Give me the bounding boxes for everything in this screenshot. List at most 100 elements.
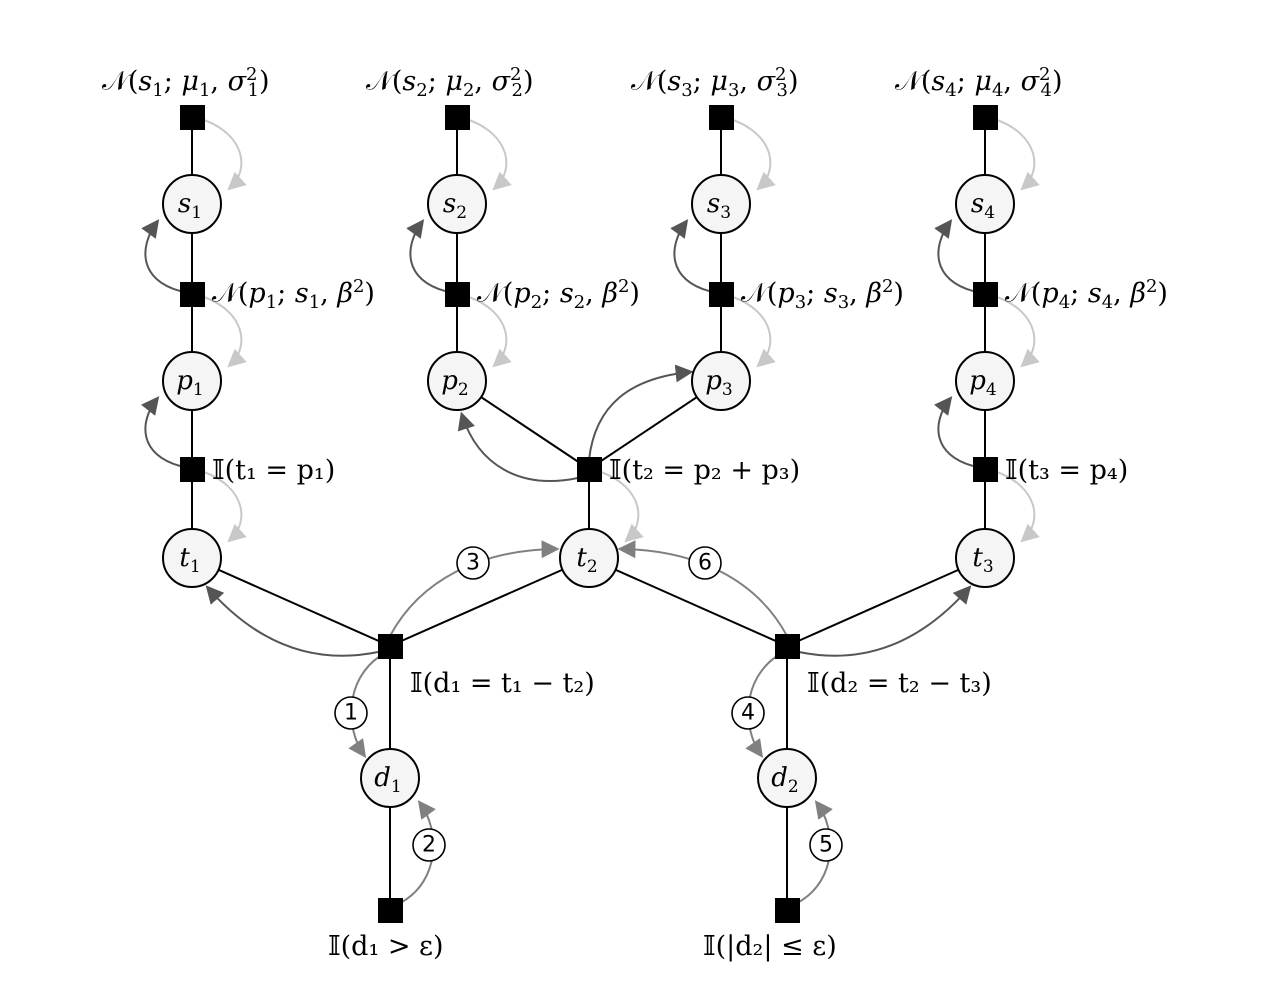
svg-text:t3: t3	[972, 543, 993, 577]
variable-s2: s2	[427, 174, 487, 234]
svg-text:s4: s4	[971, 189, 995, 223]
svg-text:p2: p2	[441, 366, 468, 400]
variable-t1: t1	[162, 528, 222, 588]
message-perffactor2-to-p2	[468, 296, 512, 368]
variables: s1 s2 s3 s4 p1 p2 p3 p4	[162, 174, 1015, 808]
prior-factor-2	[445, 105, 470, 130]
edge-t2-difffactor2	[588, 557, 788, 647]
variable-s3: s3	[691, 174, 751, 234]
schedule-badges: 1 2 3 4 5 6	[334, 546, 843, 862]
performance-factor-2	[445, 282, 470, 307]
team-factor-label-2: 𝕀(t₂ = p₂ + p₃)	[609, 455, 800, 486]
message-step6-to-t2	[617, 540, 788, 637]
message-step3-to-t2	[389, 540, 560, 637]
svg-text:s3: s3	[707, 189, 731, 223]
svg-text:1: 1	[344, 701, 358, 726]
edge-t2-difffactor1	[389, 557, 590, 647]
svg-text:p4: p4	[969, 366, 996, 400]
message-prior2-to-s2	[468, 119, 512, 191]
schedule-badge-3: 3	[456, 546, 490, 580]
team-factor-label-3: 𝕀(t₃ = p₄)	[1005, 455, 1128, 486]
performance-factor-3	[709, 282, 734, 307]
svg-text:4: 4	[741, 701, 755, 726]
message-difffactor1-to-t1	[205, 585, 379, 657]
svg-text:6: 6	[698, 551, 712, 576]
outcome-factor-draw	[775, 898, 800, 923]
schedule-badge-5: 5	[809, 828, 843, 862]
svg-text:s1: s1	[178, 189, 202, 223]
message-teamfactor1-to-t1	[203, 471, 247, 543]
svg-text:t1: t1	[179, 543, 200, 577]
message-teamfactor3-to-p4	[934, 396, 974, 467]
schedule-badge-6: 6	[688, 546, 722, 580]
message-prior4-to-s4	[996, 119, 1040, 191]
svg-text:d1: d1	[374, 763, 401, 797]
variable-d1: d1	[360, 748, 420, 808]
message-prior1-to-s1	[203, 119, 247, 191]
svg-text:d2: d2	[771, 763, 798, 797]
message-teamfactor2-to-p3	[588, 364, 694, 461]
message-perffactor4-to-s4	[934, 219, 974, 292]
svg-text:s2: s2	[443, 189, 467, 223]
variable-p4: p4	[955, 351, 1015, 411]
performance-labels: 𝒩(p1; s1, β2) 𝒩(p2; s2, β2) 𝒩(p3; s3, β2…	[212, 276, 1168, 313]
edge-t1-difffactor1	[191, 557, 391, 647]
variable-t3: t3	[955, 528, 1015, 588]
performance-label-1: 𝒩(p1; s1, β2)	[212, 276, 375, 313]
performance-factor-4	[973, 282, 998, 307]
svg-text:p3: p3	[705, 366, 732, 400]
outcome-label-win: 𝕀(d₁ > ε)	[328, 931, 444, 962]
message-perffactor3-to-p3	[732, 296, 776, 368]
prior-factor-4	[973, 105, 998, 130]
svg-text:t2: t2	[576, 543, 597, 577]
message-difffactor2-to-t3	[798, 585, 972, 657]
prior-factor-3	[709, 105, 734, 130]
edge-t3-difffactor2	[786, 557, 986, 647]
prior-factor-1	[180, 105, 205, 130]
variable-p3: p3	[691, 351, 751, 411]
outcome-label-draw: 𝕀(|d₂| ≤ ε)	[703, 931, 837, 962]
message-teamfactor3-to-t3	[996, 471, 1040, 543]
message-teamfactor2-to-p2	[457, 411, 579, 482]
svg-text:p1: p1	[176, 366, 203, 400]
message-teamfactor1-to-p1	[141, 396, 181, 467]
schedule-badge-2: 2	[412, 828, 446, 862]
factor-labels: 𝕀(t₁ = p₁) 𝕀(t₂ = p₂ + p₃) 𝕀(t₃ = p₄) 𝕀(…	[212, 455, 1128, 962]
message-teamfactor2-to-t2	[600, 471, 644, 543]
team-factor-2	[577, 457, 602, 482]
svg-text:2: 2	[422, 833, 436, 858]
message-prior3-to-s3	[732, 119, 776, 191]
team-factor-3	[973, 457, 998, 482]
difference-factor-label-1: 𝕀(d₁ = t₁ − t₂)	[410, 668, 595, 699]
edges	[191, 118, 986, 910]
variable-s1: s1	[162, 174, 222, 234]
svg-text:3: 3	[466, 551, 480, 576]
message-perffactor1-to-s1	[141, 219, 181, 292]
difference-factor-1	[378, 634, 403, 659]
performance-factor-1	[180, 282, 205, 307]
message-perffactor3-to-s3	[670, 219, 710, 292]
performance-label-4: 𝒩(p4; s4, β2)	[1005, 276, 1168, 313]
message-perffactor2-to-s2	[406, 219, 446, 292]
factors	[180, 105, 998, 923]
team-factor-1	[180, 457, 205, 482]
performance-label-3: 𝒩(p3; s3, β2)	[741, 276, 904, 313]
variable-p1: p1	[162, 351, 222, 411]
variable-s4: s4	[955, 174, 1015, 234]
variable-d2: d2	[757, 748, 817, 808]
difference-factor-2	[775, 634, 800, 659]
messages	[141, 119, 1040, 903]
performance-label-2: 𝒩(p2; s2, β2)	[477, 276, 640, 313]
message-perffactor1-to-p1	[203, 296, 247, 368]
team-factor-label-1: 𝕀(t₁ = p₁)	[212, 455, 335, 486]
schedule-badge-4: 4	[731, 696, 765, 730]
svg-text:5: 5	[819, 833, 833, 858]
variable-t2: t2	[559, 528, 619, 588]
outcome-factor-win	[378, 898, 403, 923]
